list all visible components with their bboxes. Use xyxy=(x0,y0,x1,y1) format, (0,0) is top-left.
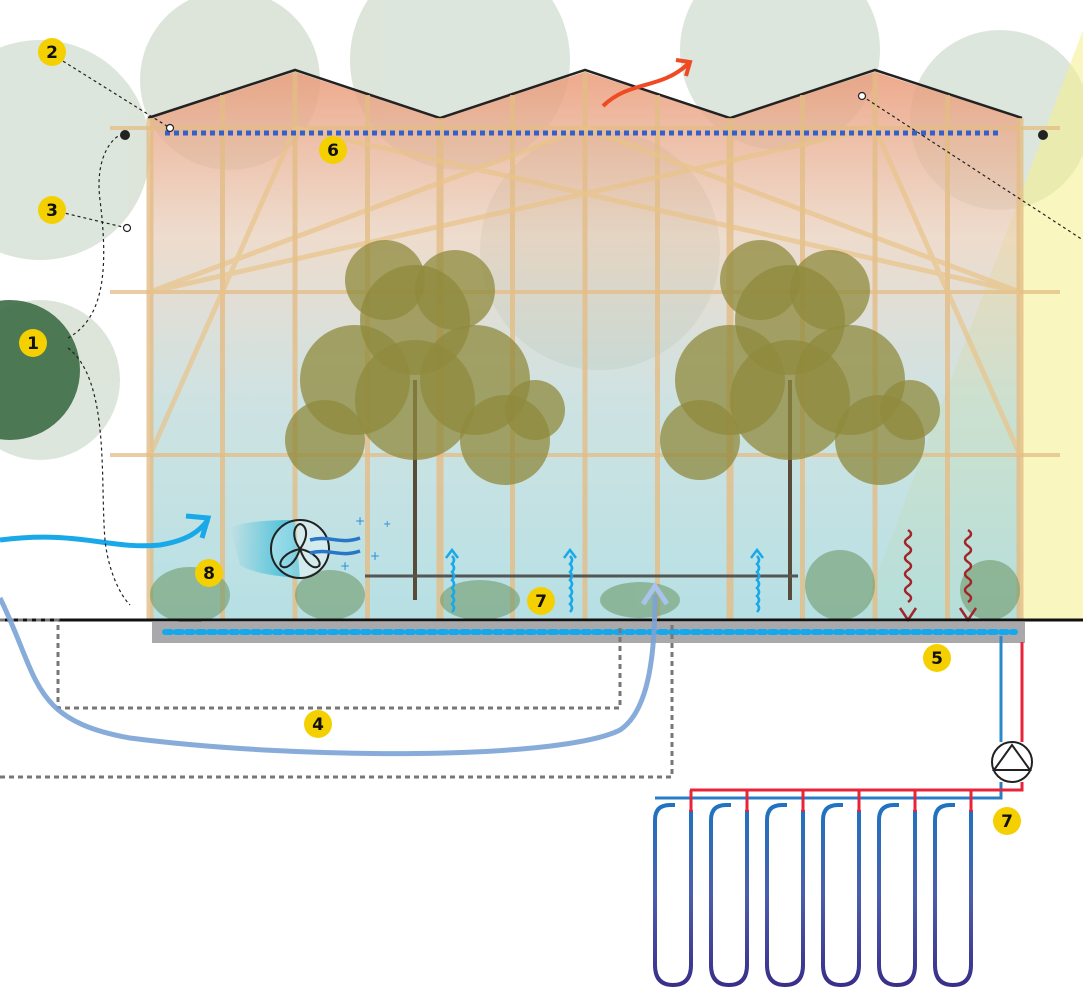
tree-foliage xyxy=(730,340,850,460)
label-badge xyxy=(923,644,951,672)
arrowhead-icon xyxy=(675,58,693,77)
pump-triangle-icon xyxy=(992,743,1032,771)
arrowhead-icon xyxy=(640,581,670,606)
label-number: 8 xyxy=(203,564,215,584)
label-badge xyxy=(38,38,66,66)
background-tree xyxy=(0,40,150,260)
heat-wave xyxy=(963,528,973,604)
gutter-node xyxy=(120,130,130,140)
label-badge xyxy=(195,559,223,587)
label-badge xyxy=(19,329,47,357)
arrowhead-icon xyxy=(185,513,212,539)
label-floor-heating: 5 xyxy=(923,644,951,672)
tree-foliage xyxy=(285,400,365,480)
ground-air-return xyxy=(0,594,658,757)
label-number: 4 xyxy=(312,715,324,735)
svg-text:+: + xyxy=(370,549,380,563)
air-outlet-wave xyxy=(755,555,761,613)
ground-loop xyxy=(709,803,749,988)
ground-loop xyxy=(765,803,805,988)
svg-text:+: + xyxy=(340,559,350,573)
leader-lines xyxy=(57,57,1083,606)
tree-foliage xyxy=(660,400,740,480)
label-number: 7 xyxy=(1001,812,1013,832)
label-number: 3 xyxy=(46,201,58,221)
tree-foliage xyxy=(720,240,800,320)
label-number: 5 xyxy=(931,649,943,669)
arrowhead-icon xyxy=(750,547,764,559)
tree-foliage xyxy=(415,250,495,330)
gutter-node xyxy=(1038,130,1048,140)
heat-pump-circuit xyxy=(655,636,1024,800)
label-badge xyxy=(527,587,555,615)
svg-text:+: + xyxy=(355,514,365,528)
label-badge xyxy=(38,196,66,224)
label-ground-heat-pump: 7 xyxy=(993,807,1021,835)
label-facade: 1 xyxy=(19,329,47,357)
warm-air-exhaust-arrow xyxy=(601,62,690,108)
air-outlet-wave xyxy=(568,555,574,613)
label-number: 1 xyxy=(27,334,39,354)
label-ground-duct: 4 xyxy=(304,710,332,738)
label-fan: 8 xyxy=(195,559,223,587)
arrowhead-icon xyxy=(563,547,577,559)
label-floor-outlets: 7 xyxy=(527,587,555,615)
tree-foliage xyxy=(355,340,475,460)
label-number: 2 xyxy=(46,43,58,63)
ferns xyxy=(150,550,1020,623)
cross-braces xyxy=(147,125,1023,457)
tree-foliage xyxy=(505,380,565,440)
label-badge xyxy=(304,710,332,738)
number-labels: 1 2 3 4 5 6 7 7 8 xyxy=(19,38,1021,835)
roof-outline xyxy=(147,68,1023,120)
floor-air-outlets xyxy=(445,547,764,613)
air-outlet-wave xyxy=(450,555,456,613)
label-badge xyxy=(993,807,1021,835)
label-number: 7 xyxy=(535,592,547,612)
tree-foliage xyxy=(880,380,940,440)
arrowhead-icon xyxy=(445,547,459,559)
ground-loop xyxy=(877,803,917,988)
ground-loop xyxy=(653,803,693,988)
outside-air-arrow xyxy=(0,518,210,549)
label-roof-misting-line: 6 xyxy=(319,136,347,164)
leader-dots xyxy=(122,91,867,233)
foreground-tree xyxy=(0,300,80,440)
tree-foliage xyxy=(790,250,870,330)
label-roof-vent: 2 xyxy=(38,38,66,66)
ground-loops xyxy=(653,790,973,988)
tree-foliage xyxy=(345,240,425,320)
ground-loop xyxy=(821,803,861,988)
label-badge xyxy=(319,136,347,164)
heat-wave xyxy=(903,528,913,604)
interior-trees xyxy=(285,240,940,600)
pump xyxy=(991,741,1033,783)
fan: + + + + xyxy=(230,514,391,579)
svg-text:+: + xyxy=(383,519,391,530)
label-facade-screen: 3 xyxy=(38,196,66,224)
ground-loop xyxy=(933,803,973,988)
label-number: 6 xyxy=(327,141,339,161)
